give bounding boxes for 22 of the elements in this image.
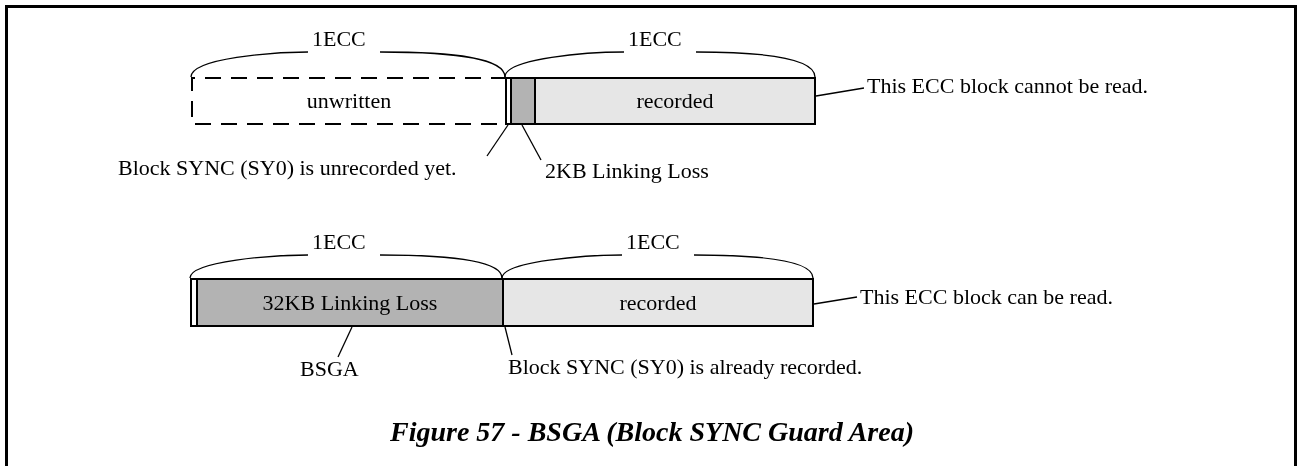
- callout-text: This ECC block can be read.: [860, 286, 1113, 310]
- callout-text: BSGA: [300, 358, 359, 382]
- segment-box: recorded: [502, 278, 814, 327]
- strip-bar: [510, 77, 536, 125]
- callout-text: 2KB Linking Loss: [545, 160, 709, 184]
- span-label: 1ECC: [312, 28, 366, 50]
- leader-line: [815, 87, 865, 97]
- segment-box: 32KB Linking Loss: [196, 278, 504, 327]
- segment-box: unwritten: [191, 77, 507, 125]
- leader-line: [486, 124, 509, 157]
- figure-caption: Figure 57 - BSGA (Block SYNC Guard Area): [389, 416, 915, 448]
- callout-text: Block SYNC (SY0) is unrecorded yet.: [118, 157, 457, 181]
- span-label: 1ECC: [628, 28, 682, 50]
- leader-line: [521, 124, 542, 161]
- segment-box: recorded: [534, 77, 816, 125]
- span-label: 1ECC: [312, 231, 366, 253]
- callout-text: This ECC block cannot be read.: [867, 75, 1149, 99]
- callout-text: Block SYNC (SY0) is already recorded.: [508, 356, 863, 380]
- span-label: 1ECC: [626, 231, 680, 253]
- leader-line: [337, 326, 353, 358]
- leader-line: [813, 296, 858, 305]
- leader-line: [504, 326, 513, 356]
